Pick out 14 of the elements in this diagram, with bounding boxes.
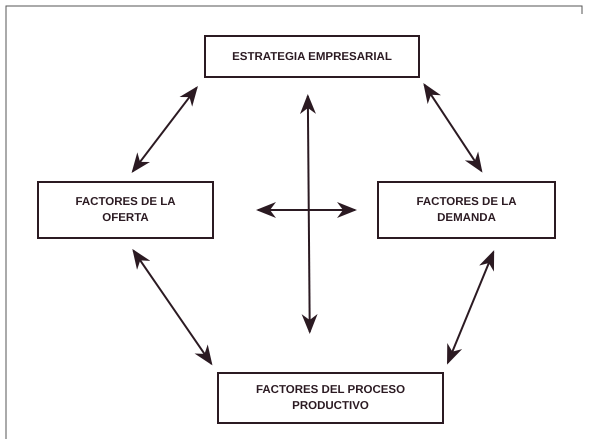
double-arrow — [300, 94, 318, 334]
box-label: FACTORES DE LA DEMANDA — [415, 195, 518, 226]
box-label: FACTORES DEL PROCESO PRODUCTIVO — [254, 383, 406, 414]
process-box — [204, 35, 420, 78]
box-label: ESTRATEGIA EMPRESARIAL — [232, 50, 392, 64]
process-box — [37, 181, 214, 239]
double-arrow — [256, 202, 357, 218]
process-box — [377, 181, 556, 239]
box-label: FACTORES DE LA OFERTA — [74, 195, 177, 226]
double-arrow — [132, 86, 198, 174]
double-arrow — [446, 250, 494, 365]
double-arrow — [132, 248, 212, 366]
double-arrow — [423, 83, 482, 173]
process-box — [217, 372, 444, 424]
